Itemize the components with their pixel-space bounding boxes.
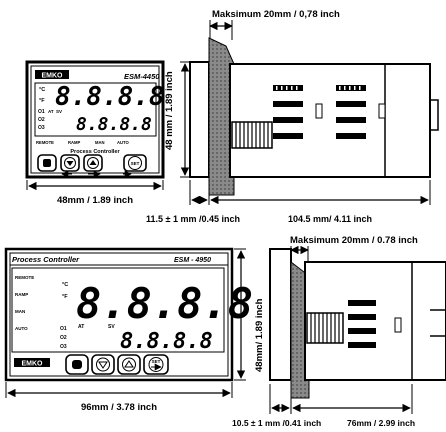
model-label: ESM-4450 [124, 72, 160, 81]
top-side-view: Maksimum 20mm / 0,78 inch 48 mm / 1.89 i… [146, 9, 439, 224]
bottom-side-view: Maksimum 20mm / 0.78 inch 10.5 ± 1 mm /0… [232, 235, 446, 428]
brand-logo: EMKO [35, 70, 69, 80]
bottom-depth-body: 76mm / 2.99 inch [347, 418, 415, 428]
vent-slots [273, 85, 366, 139]
unit-f-label: °F [39, 98, 45, 104]
bottom-mounting-clamp [306, 312, 344, 344]
bottom-auto-label: AUTO [15, 326, 28, 331]
out3-label: O3 [38, 125, 45, 131]
auto-label: AUTO [117, 140, 130, 145]
unit-c-label: °C [39, 87, 45, 93]
bottom-brand-logo: EMKO [14, 358, 50, 368]
bottom-down-key[interactable] [91, 354, 115, 375]
bottom-remote-label: REMOTE [15, 275, 34, 280]
top-height-dim: 48 mm / 1.89 inch [164, 71, 175, 150]
bottom-vent-slots [348, 300, 376, 348]
bottom-pv-display: 8.8.8.8 [76, 279, 253, 328]
man-label: MAN [95, 140, 105, 145]
bottom-up-key[interactable] [117, 354, 141, 375]
bottom-sv-display: 8.8.8.8 [120, 329, 213, 354]
bottom-unit-f: °F [62, 294, 68, 300]
svg-text:EMKO: EMKO [22, 361, 44, 368]
at-label: AT [48, 109, 54, 114]
bottom-out3: O3 [60, 344, 67, 350]
remote-label: REMOTE [36, 140, 54, 145]
pv-display: 8.8.8.8 [55, 82, 165, 112]
bottom-display-window [11, 267, 225, 353]
bottom-ramp-label: RAMP [15, 292, 28, 297]
up-arrow-icon [89, 160, 97, 165]
rear-terminal-tab [430, 99, 439, 131]
bottom-menu-key-icon [72, 360, 82, 369]
bottom-out1: O1 [60, 326, 67, 332]
bottom-model: ESM - 4950 [174, 257, 211, 264]
top-depth-front: 11.5 ± 1 mm /0.45 inch [146, 214, 240, 224]
bottom-title: Process Controller [12, 255, 80, 264]
bottom-front-lip [269, 248, 292, 381]
set-key-ring [128, 156, 142, 170]
bottom-man-label: MAN [15, 309, 25, 314]
out2-label: O2 [38, 117, 45, 123]
top-header-dim: Maksimum 20mm / 0,78 inch [212, 9, 340, 20]
bottom-header-dim: Maksimum 20mm / 0.78 inch [290, 235, 418, 246]
down-arrow-icon [66, 161, 74, 166]
bottom-height-dim: 48mm/ 1.89 inch [254, 298, 265, 372]
sv-display: 8.8.8.8 [76, 114, 152, 135]
down-key-ring [64, 157, 76, 169]
top-depth-body: 104.5 mm/ 4.11 inch [288, 214, 372, 224]
ramp-label: RAMP [68, 140, 81, 145]
svg-text:EMKO: EMKO [42, 73, 64, 80]
display-window [34, 82, 157, 137]
housing-body [229, 63, 431, 178]
bottom-front-view: Process Controller ESM - 4950 REMOTE RAM… [4, 247, 265, 413]
sv-label: SV [56, 109, 62, 114]
top-front-view: EMKO ESM-4450 °C °F O1 O2 O3 AT SV 8.8.8… [25, 60, 165, 206]
bottom-up-arrow-icon [124, 360, 134, 368]
bottom-unit-c: °C [62, 282, 68, 288]
front-bezel-wide [4, 247, 234, 382]
keypad: SET [37, 154, 147, 178]
out1-label: O1 [38, 109, 45, 115]
bottom-at: AT [78, 324, 84, 330]
panel-title: Process Controller [70, 149, 120, 155]
bottom-depth-front: 10.5 ± 1 mm /0.41 inch [232, 418, 321, 428]
bottom-out2: O2 [60, 335, 67, 341]
front-lip [189, 61, 210, 178]
set-key-label: SET [131, 161, 140, 166]
menu-key-icon [43, 159, 51, 167]
bottom-down-arrow-icon [98, 361, 108, 369]
top-width-dim: 48mm / 1.89 inch [57, 195, 133, 206]
bottom-width-dim: 96mm / 3.78 inch [81, 402, 157, 413]
bottom-sv: SV [108, 324, 115, 330]
up-key-ring [87, 157, 99, 169]
bottom-set-key-label: SET [152, 359, 161, 364]
